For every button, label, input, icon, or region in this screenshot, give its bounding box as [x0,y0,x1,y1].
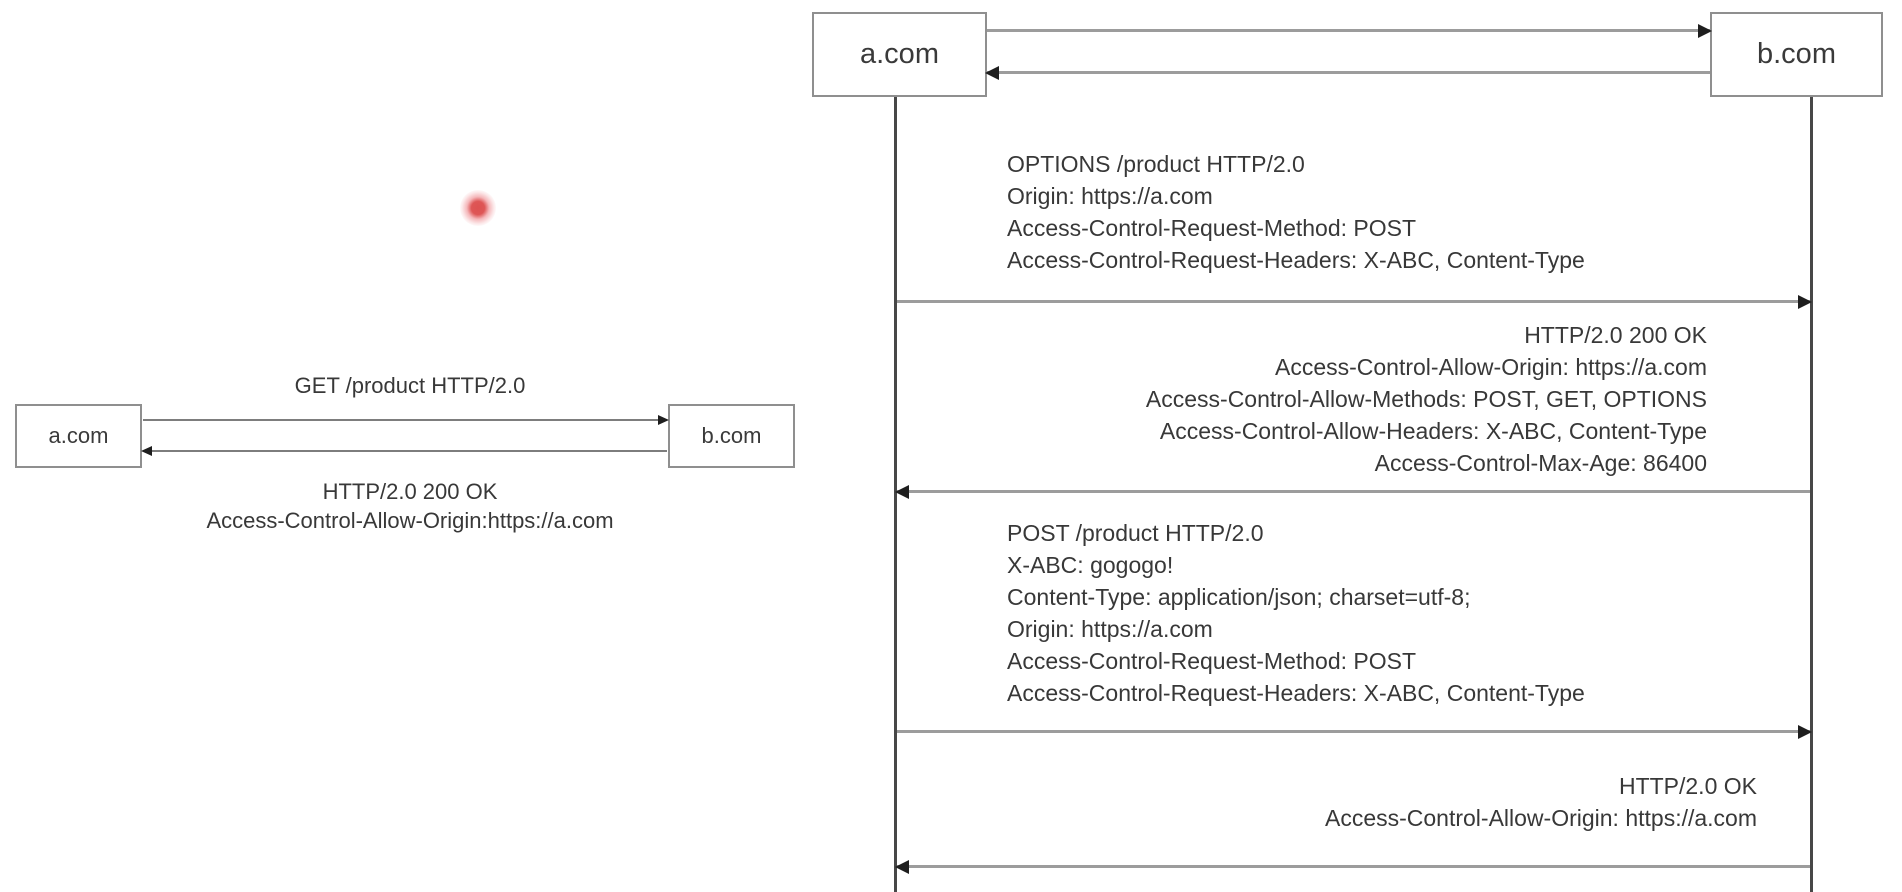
arrowhead-left-icon [895,859,909,874]
message-line: Access-Control-Request-Method: POST [1007,648,1417,674]
message-line: Origin: https://a.com [1007,616,1213,642]
simple-response-text: HTTP/2.0 200 OK Access-Control-Allow-Ori… [110,477,710,535]
message-line: HTTP/2.0 OK [1618,773,1757,799]
message-line: HTTP/2.0 200 OK [1524,322,1707,348]
preflight-actor-b-label: b.com [1757,38,1836,70]
message-line: Access-Control-Allow-Origin: https://a.c… [1274,354,1707,380]
message-line: Access-Control-Max-Age: 86400 [1374,450,1707,476]
preflight-options-response-text: HTTP/2.0 200 OK Access-Control-Allow-Ori… [1146,319,1707,479]
preflight-post-request-text: POST /product HTTP/2.0 X-ABC: gogogo! Co… [1007,517,1585,709]
preflight-post-response-text: HTTP/2.0 OK Access-Control-Allow-Origin:… [1325,770,1757,834]
simple-request-label: GET /product HTTP/2.0 [294,373,526,398]
simple-actor-a-label: a.com [48,423,109,448]
message-line: Content-Type: application/json; charset=… [1007,584,1471,610]
arrowhead-right-icon [658,415,669,425]
simple-request-arrow [143,415,669,425]
arrowhead-right-icon [1798,724,1812,739]
message-line: Access-Control-Request-Headers: X-ABC, C… [1007,680,1585,706]
preflight-post-response-arrow [895,859,1810,874]
simple-actor-b-label: b.com [701,423,762,448]
top-request-arrow [987,23,1712,38]
preflight-options-response-arrow [895,484,1810,499]
message-line: OPTIONS /product HTTP/2.0 [1007,151,1305,177]
preflight-actor-a-label: a.com [860,38,939,70]
preflight-actor-a-box: a.com [812,12,987,97]
message-line: Access-Control-Request-Method: POST [1007,215,1417,241]
preflight-options-request-arrow [897,294,1812,309]
simple-response-arrow [141,446,667,456]
laser-pointer-dot [460,190,496,226]
lifeline-b [1810,97,1813,892]
arrowhead-left-icon [895,484,909,499]
preflight-post-request-arrow [897,724,1812,739]
arrowhead-right-icon [1798,294,1812,309]
message-line: Access-Control-Request-Headers: X-ABC, C… [1007,247,1585,273]
message-line: X-ABC: gogogo! [1007,552,1174,578]
message-line: HTTP/2.0 200 OK [322,479,498,504]
message-line: Access-Control-Allow-Methods: POST, GET,… [1145,386,1707,412]
simple-actor-a-box: a.com [15,404,142,468]
preflight-options-request-text: OPTIONS /product HTTP/2.0 Origin: https:… [1007,148,1585,276]
message-line: Access-Control-Allow-Origin: https://a.c… [1324,805,1757,831]
simple-actor-b-box: b.com [668,404,795,468]
message-line: Access-Control-Allow-Headers: X-ABC, Con… [1159,418,1707,444]
arrowhead-left-icon [985,65,999,80]
arrowhead-right-icon [1698,23,1712,38]
top-response-arrow [985,65,1710,80]
message-line: Access-Control-Allow-Origin:https://a.co… [206,508,614,533]
arrowhead-left-icon [141,446,152,456]
message-line: POST /product HTTP/2.0 [1007,520,1264,546]
message-line: Origin: https://a.com [1007,183,1213,209]
preflight-actor-b-box: b.com [1710,12,1883,97]
